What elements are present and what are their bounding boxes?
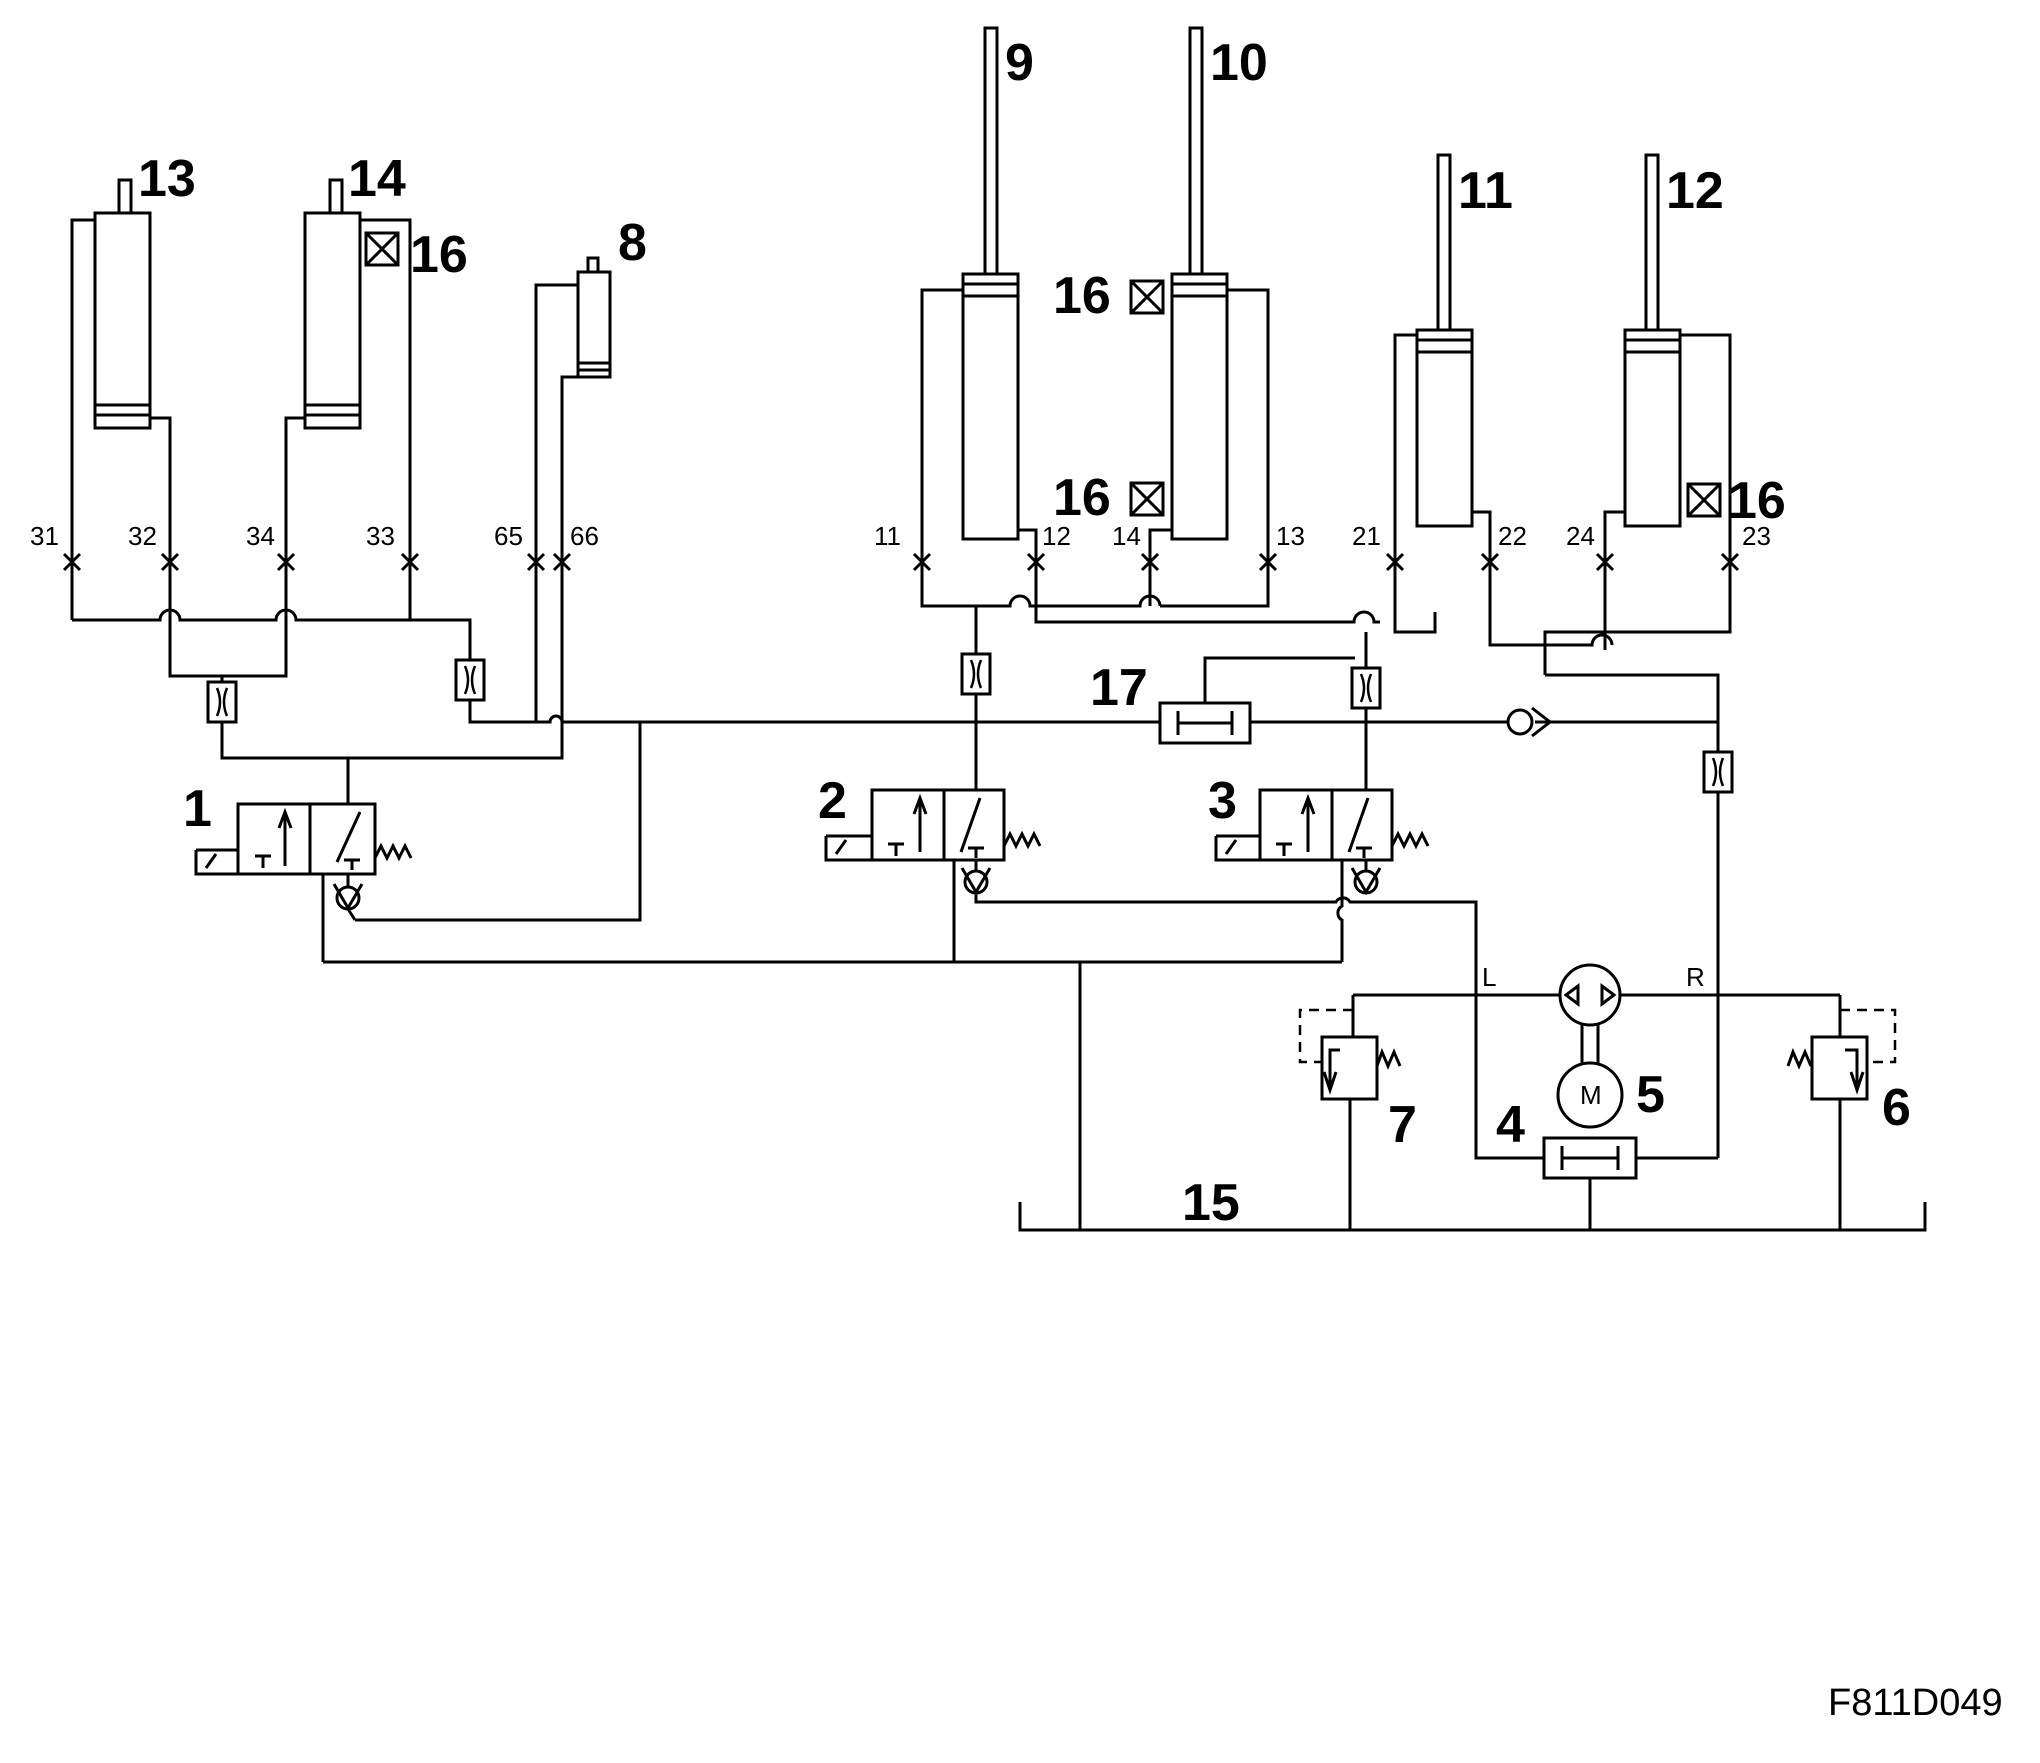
sensor-16-icon (1129, 481, 1165, 517)
cylinder-11 (1393, 153, 1492, 634)
label-15: 15 (1182, 1174, 1240, 1232)
port-markers (62, 552, 1740, 572)
middle-manifold-lines (922, 594, 1380, 790)
shuttle-valve-17 (1158, 701, 1252, 745)
cylinder-10 (1148, 26, 1270, 608)
pump-port-l: L (1482, 962, 1496, 992)
relief-valve-6 (1786, 995, 1897, 1230)
label-16: 16 (1053, 267, 1111, 325)
orifice-restrictor (454, 658, 486, 702)
label-6: 6 (1882, 1079, 1911, 1137)
port-label: 32 (128, 521, 157, 551)
right-manifold-lines (1203, 620, 1720, 1158)
label-4: 4 (1496, 1096, 1525, 1154)
port-label: 13 (1276, 521, 1305, 551)
port-label: 22 (1498, 521, 1527, 551)
pump-port-r: R (1686, 962, 1705, 992)
sensor-16-icon (1129, 279, 1165, 315)
port-label: 33 (366, 521, 395, 551)
check-valve-icon (1506, 706, 1553, 738)
label-1: 1 (183, 780, 212, 838)
solenoid-valve-1 (194, 802, 413, 962)
cylinder-9 (920, 26, 1038, 608)
label-2: 2 (818, 772, 847, 830)
label-16: 16 (1053, 469, 1111, 527)
port-label: 11 (874, 521, 901, 551)
label-8: 8 (618, 214, 647, 272)
orifice-restrictor (206, 680, 238, 724)
relief-valve-7 (1298, 995, 1402, 1230)
port-label: 12 (1042, 521, 1071, 551)
sensor-16-icon (1686, 482, 1722, 518)
label-9: 9 (1005, 34, 1034, 92)
port-label: 65 (494, 521, 523, 551)
cylinder-14 (284, 178, 412, 620)
label-11: 11 (1458, 162, 1513, 220)
orifice-restrictor (1350, 666, 1382, 710)
solenoid-valve-2 (824, 788, 1042, 962)
label-16: 16 (410, 226, 468, 284)
cylinder-13 (70, 178, 172, 620)
label-10: 10 (1210, 34, 1268, 92)
pump-motor-5 (1353, 963, 1840, 1129)
port-label: 24 (1566, 521, 1595, 551)
label-13: 13 (138, 150, 196, 208)
port-label: 31 (30, 521, 59, 551)
port-label: 66 (570, 521, 599, 551)
label-14: 14 (348, 150, 406, 208)
orifice-restrictor (960, 652, 992, 696)
port-label: 21 (1352, 521, 1381, 551)
port-label: 14 (1112, 521, 1141, 551)
label-12: 12 (1666, 162, 1724, 220)
return-lines (323, 893, 1718, 1230)
label-7: 7 (1388, 1096, 1417, 1154)
label-3: 3 (1208, 772, 1237, 830)
sensor-16-icon (364, 231, 400, 267)
label-17: 17 (1090, 659, 1148, 717)
tank-15 (1018, 1202, 1927, 1232)
solenoid-valve-3 (1214, 788, 1430, 898)
cylinder-8 (534, 256, 612, 722)
port-label: 34 (246, 521, 275, 551)
port-label: 23 (1742, 521, 1771, 551)
label-5: 5 (1636, 1066, 1665, 1124)
cylinder-12 (1543, 153, 1732, 675)
motor-letter: M (1580, 1080, 1602, 1110)
shuttle-valve-4 (1542, 1136, 1638, 1230)
figure-code: F811D049 (1828, 1682, 2003, 1724)
orifice-restrictor (1702, 750, 1734, 794)
label-16: 16 (1728, 472, 1786, 530)
